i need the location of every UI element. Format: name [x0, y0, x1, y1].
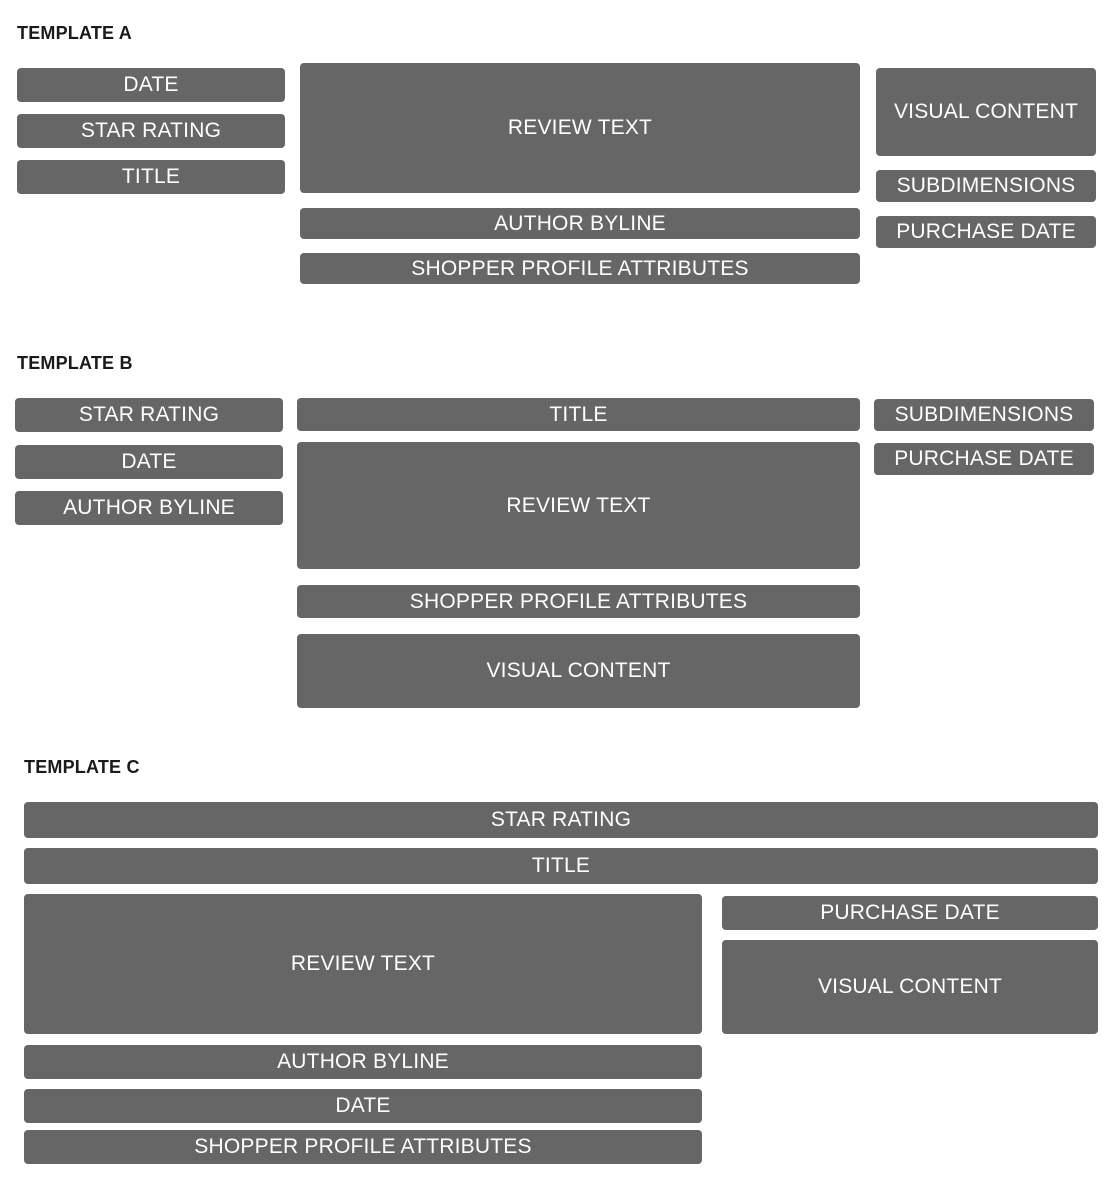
template-c-block-title[interactable]: TITLE — [24, 848, 1098, 884]
template-a-block-purchase-date[interactable]: PURCHASE DATE — [876, 216, 1096, 248]
template-c-block-review-text[interactable]: REVIEW TEXT — [24, 894, 702, 1034]
template-c-block-visual-content[interactable]: VISUAL CONTENT — [722, 940, 1098, 1034]
template-a-block-shopper-profile-attributes[interactable]: SHOPPER PROFILE ATTRIBUTES — [300, 253, 860, 284]
template-b-block-date[interactable]: DATE — [15, 445, 283, 479]
template-c-block-date[interactable]: DATE — [24, 1089, 702, 1123]
template-b-block-purchase-date[interactable]: PURCHASE DATE — [874, 443, 1094, 475]
template-b-block-shopper-profile-attributes[interactable]: SHOPPER PROFILE ATTRIBUTES — [297, 585, 860, 618]
template-b-block-author-byline[interactable]: AUTHOR BYLINE — [15, 491, 283, 525]
template-a-block-date[interactable]: DATE — [17, 68, 285, 102]
template-c-block-shopper-profile-attributes[interactable]: SHOPPER PROFILE ATTRIBUTES — [24, 1130, 702, 1164]
template-a-block-visual-content[interactable]: VISUAL CONTENT — [876, 68, 1096, 156]
template-b-heading: TEMPLATE B — [17, 353, 133, 373]
template-b-block-star-rating[interactable]: STAR RATING — [15, 398, 283, 432]
template-b-block-review-text[interactable]: REVIEW TEXT — [297, 442, 860, 569]
template-a-block-star-rating[interactable]: STAR RATING — [17, 114, 285, 148]
template-a-block-title[interactable]: TITLE — [17, 160, 285, 194]
template-a-block-review-text[interactable]: REVIEW TEXT — [300, 63, 860, 193]
template-c-heading: TEMPLATE C — [24, 757, 140, 777]
template-a-heading: TEMPLATE A — [17, 23, 132, 43]
template-b-block-subdimensions[interactable]: SUBDIMENSIONS — [874, 399, 1094, 431]
template-b-block-title[interactable]: TITLE — [297, 398, 860, 431]
template-c-block-author-byline[interactable]: AUTHOR BYLINE — [24, 1045, 702, 1079]
template-a-block-subdimensions[interactable]: SUBDIMENSIONS — [876, 170, 1096, 202]
template-c-block-star-rating[interactable]: STAR RATING — [24, 802, 1098, 838]
template-c-block-purchase-date[interactable]: PURCHASE DATE — [722, 896, 1098, 930]
template-b-block-visual-content[interactable]: VISUAL CONTENT — [297, 634, 860, 708]
template-a-block-author-byline[interactable]: AUTHOR BYLINE — [300, 208, 860, 239]
